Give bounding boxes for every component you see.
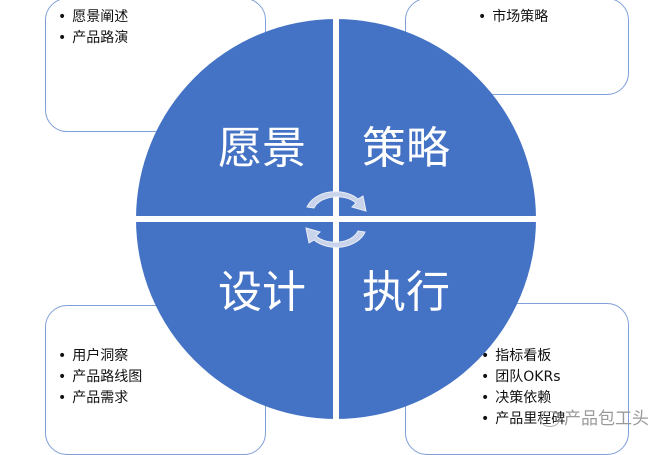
horizontal-divider — [125, 216, 545, 222]
list-item: 产品需求 — [58, 388, 142, 409]
list-item: 指标看板 — [481, 346, 565, 367]
quadrant-design: 设计 — [218, 267, 306, 318]
list-item: 用户洞察 — [58, 346, 142, 367]
watermark-text: 产品包工头 — [564, 409, 649, 429]
list-item: 决策依赖 — [481, 388, 565, 409]
list-item: 愿景阐述 — [58, 7, 128, 28]
quadrant-vision: 愿景 — [218, 123, 306, 174]
quadrant-strategy: 策略 — [362, 123, 450, 174]
quadrant-execution: 执行 — [362, 267, 450, 318]
list-item: 产品路线图 — [58, 367, 142, 388]
list-item: 市场策略 — [478, 7, 548, 28]
list-item: 产品路演 — [58, 28, 128, 49]
watermark: 产品包工头 — [540, 404, 649, 429]
wechat-icon — [540, 411, 560, 427]
cycle-arrows-icon — [305, 191, 367, 248]
list-item: 团队OKRs — [481, 367, 565, 388]
